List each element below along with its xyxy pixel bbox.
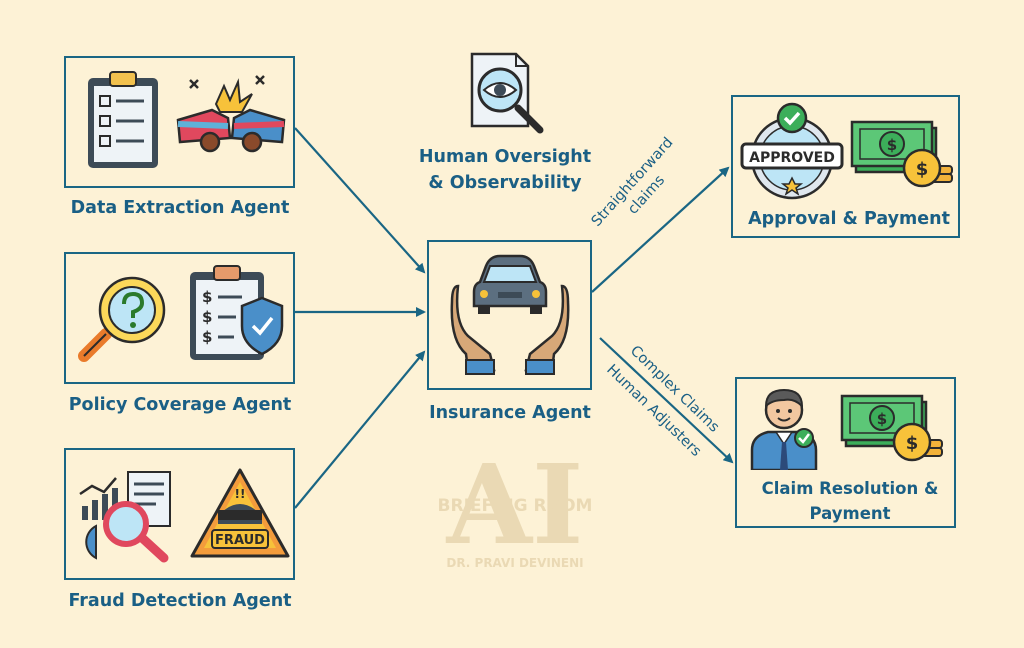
watermark: AI BRIEFING ROOM DR. PRAVI DEVINENI <box>420 450 610 620</box>
human-oversight-line2: & Observability <box>428 173 582 193</box>
human-oversight-line1: Human Oversight <box>418 147 592 167</box>
clipboard-checklist-icon <box>88 71 158 168</box>
hands-car-icon <box>450 254 570 375</box>
fraud-sign-text: FRAUD <box>215 533 265 548</box>
policy-clipboard-shield-icon: $ $ $ <box>190 265 284 360</box>
watermark-line1: BRIEFING ROOM <box>437 496 593 516</box>
adjuster-person-icon <box>750 388 818 470</box>
claim-resolution-line2: Payment <box>809 504 891 523</box>
data-analysis-magnifier-icon <box>79 471 171 563</box>
approved-stamp-text: APPROVED <box>749 150 835 166</box>
fraud-detection-label: Fraud Detection Agent <box>68 591 292 611</box>
exclamation-glyph: !! <box>235 487 246 501</box>
arrow-insurance-to-approval <box>591 166 730 293</box>
watermark-line2: DR. PRAVI DEVINENI <box>446 556 584 570</box>
approval-payment-label: Approval & Payment <box>748 209 950 229</box>
dollar-glyph: $ <box>202 288 212 306</box>
human-oversight-label: Human Oversight & Observability <box>400 144 610 196</box>
dollar-glyph: $ <box>906 433 919 454</box>
approved-stamp-icon: APPROVED <box>740 102 844 200</box>
arrow-insurance-to-claim-resolution <box>599 337 734 464</box>
fraud-warning-sign-icon: !! FRAUD <box>190 468 290 558</box>
arrow-fraud-to-insurance <box>294 350 426 509</box>
claim-resolution-label: Claim Resolution & Payment <box>740 476 960 526</box>
car-crash-icon <box>176 75 286 153</box>
arrow-data-extraction-to-insurance <box>294 127 426 274</box>
insurance-agent-label: Insurance Agent <box>429 403 591 423</box>
policy-coverage-label: Policy Coverage Agent <box>68 395 292 415</box>
document-eye-magnifier-icon <box>470 52 544 134</box>
dollar-glyph: $ <box>202 328 212 346</box>
money-coins-icon: $ $ <box>850 120 953 188</box>
dollar-glyph: $ <box>887 136 897 154</box>
data-extraction-label: Data Extraction Agent <box>70 198 290 218</box>
dollar-glyph: $ <box>916 159 929 180</box>
magnifier-question-icon <box>78 276 166 362</box>
watermark-mark: AI <box>446 440 584 569</box>
claim-resolution-line1: Claim Resolution & <box>761 479 939 498</box>
dollar-glyph: $ <box>202 308 212 326</box>
dollar-glyph: $ <box>877 410 887 428</box>
money-coins-icon: $ $ <box>840 394 943 462</box>
